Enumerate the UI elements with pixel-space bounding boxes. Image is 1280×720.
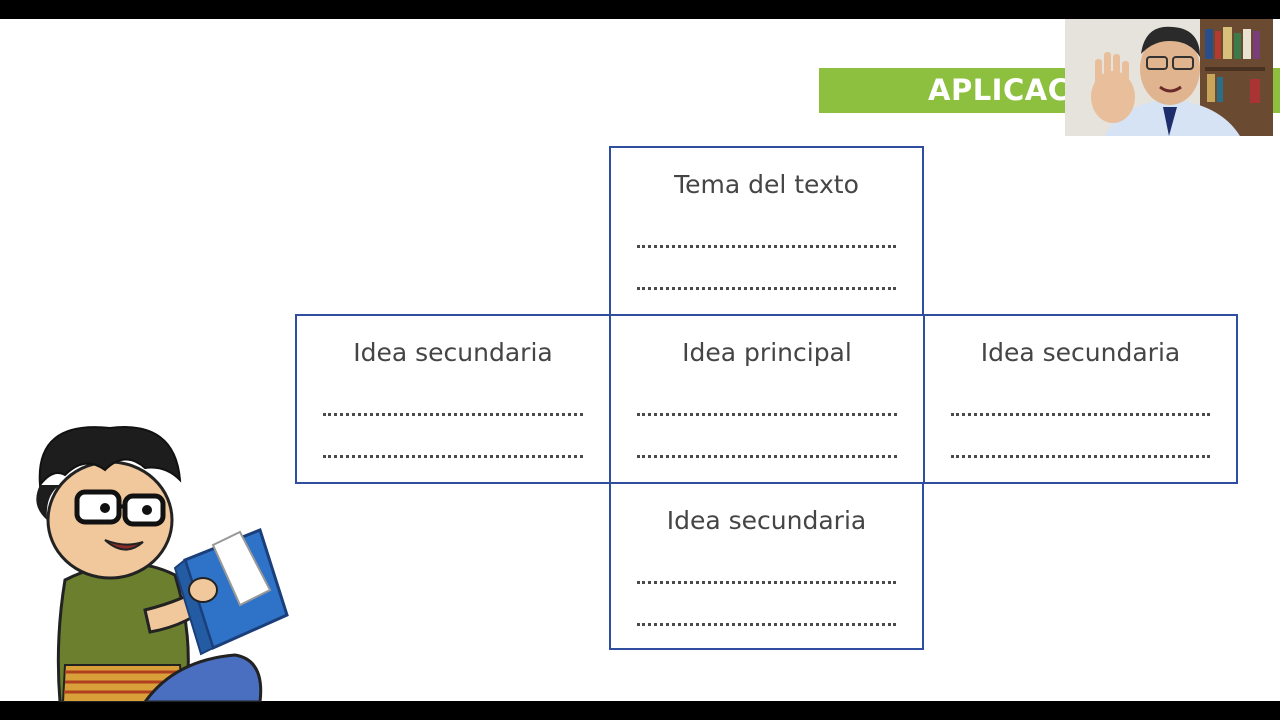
secondary-idea-title: Idea secundaria: [353, 338, 553, 367]
answer-line: [323, 455, 583, 458]
topic-box: Tema del texto: [609, 146, 924, 316]
topic-title: Tema del texto: [674, 170, 859, 199]
answer-line: [637, 581, 896, 584]
answer-line: [637, 413, 897, 416]
answer-line: [951, 455, 1210, 458]
answer-line: [951, 413, 1210, 416]
answer-line: [637, 245, 896, 248]
secondary-idea-box-bottom: Idea secundaria: [609, 482, 924, 650]
secondary-idea-box-right: Idea secundaria: [923, 314, 1238, 484]
main-idea-box: Idea principal: [609, 314, 925, 484]
reader-boy-illustration: [36, 426, 289, 702]
presenter-video-icon: [1065, 19, 1273, 136]
answer-line: [637, 623, 896, 626]
secondary-idea-title: Idea secundaria: [980, 338, 1181, 367]
answer-line: [323, 413, 583, 416]
banner-label: APLICAC: [928, 73, 1070, 107]
answer-line: [637, 287, 896, 290]
main-idea-title: Idea principal: [682, 338, 852, 367]
answer-line: [637, 455, 897, 458]
secondary-idea-box-left: Idea secundaria: [295, 314, 611, 484]
secondary-idea-title: Idea secundaria: [666, 506, 867, 535]
presenter-webcam: [1065, 19, 1273, 136]
